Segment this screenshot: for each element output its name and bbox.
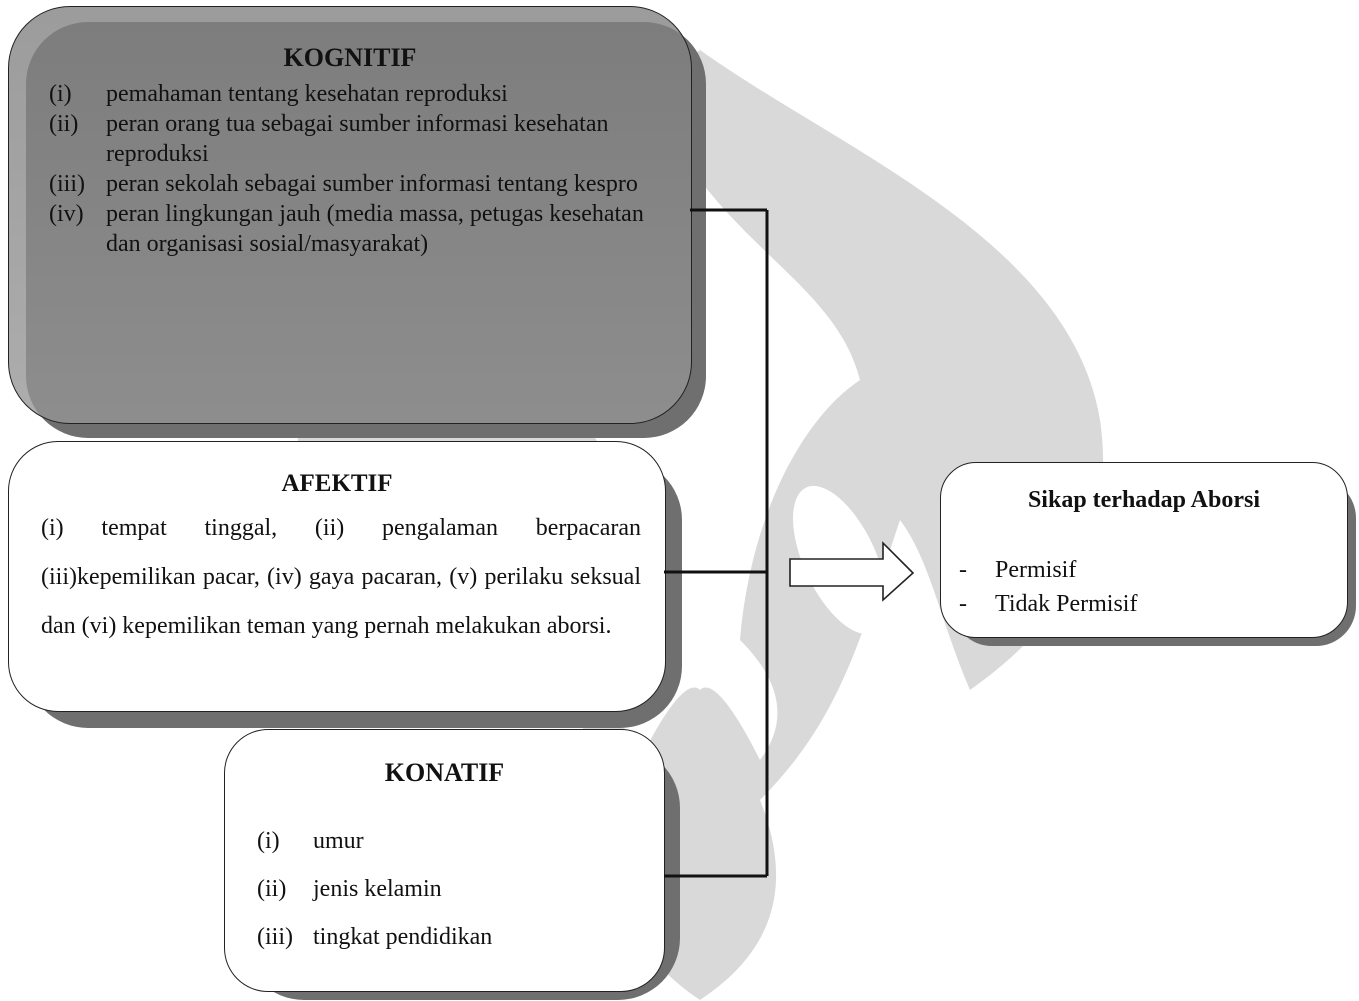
sikap-item: - Permisif — [959, 553, 1137, 587]
item-dash: - — [959, 591, 967, 617]
item-text: tingkat pendidikan — [313, 924, 493, 950]
afektif-box: AFEKTIF (i) tempat tinggal, (ii) pengala… — [8, 441, 666, 712]
item-number: (iii) — [49, 171, 85, 197]
kognitif-list: (i) pemahaman tentang kesehatan reproduks… — [49, 79, 669, 259]
afektif-title: AFEKTIF — [281, 470, 393, 497]
kognitif-title: KOGNITIF — [283, 43, 417, 72]
konatif-title: KONATIF — [384, 758, 505, 787]
kognitif-item: (i) pemahaman tentang kesehatan reproduks… — [49, 79, 669, 109]
afektif-text: (i) tempat tinggal, (ii) pengalaman berp… — [41, 515, 641, 639]
sikap-title: Sikap terhadap Aborsi — [1027, 487, 1261, 513]
item-text: jenis kelamin — [313, 876, 442, 902]
item-text: Permisif — [995, 557, 1077, 583]
item-number: (i) — [49, 81, 72, 107]
sikap-item: - Tidak Permisif — [959, 587, 1137, 621]
konatif-item: (ii) jenis kelamin — [257, 874, 492, 922]
item-number: (iv) — [49, 201, 84, 227]
item-text: pemahaman tentang kesehatan reproduksi — [106, 81, 508, 107]
konatif-item: (i) umur — [257, 826, 492, 874]
item-text: Tidak Permisif — [995, 591, 1138, 617]
item-number: (ii) — [49, 111, 79, 137]
item-dash: - — [959, 557, 967, 583]
sikap-list: - Permisif - Tidak Permisif — [959, 553, 1137, 621]
item-number: (i) — [257, 828, 280, 854]
kognitif-box: KOGNITIF (i) pemahaman tentang kesehatan … — [8, 6, 692, 424]
sikap-box: Sikap terhadap Aborsi - Permisif - Tidak P… — [940, 462, 1348, 638]
item-text: peran lingkungan jauh (media massa, petu… — [106, 201, 644, 257]
konatif-item: (iii) tingkat pendidikan — [257, 922, 492, 970]
item-text: peran orang tua sebagai sumber informasi… — [106, 111, 609, 167]
item-number: (ii) — [257, 876, 287, 902]
kognitif-item: (ii) peran orang tua sebagai sumber infor… — [49, 109, 669, 169]
konatif-box: KONATIF (i) umur (ii) jenis kelamin (iii) t… — [224, 729, 665, 992]
kognitif-item: (iv) peran lingkungan jauh (media massa, … — [49, 199, 669, 259]
item-text: peran sekolah sebagai sumber informasi t… — [106, 171, 638, 197]
kognitif-item: (iii) peran sekolah sebagai sumber inform… — [49, 169, 669, 199]
konatif-list: (i) umur (ii) jenis kelamin (iii) tingkat p… — [257, 826, 492, 970]
item-number: (iii) — [257, 924, 293, 950]
item-text: umur — [313, 828, 364, 854]
